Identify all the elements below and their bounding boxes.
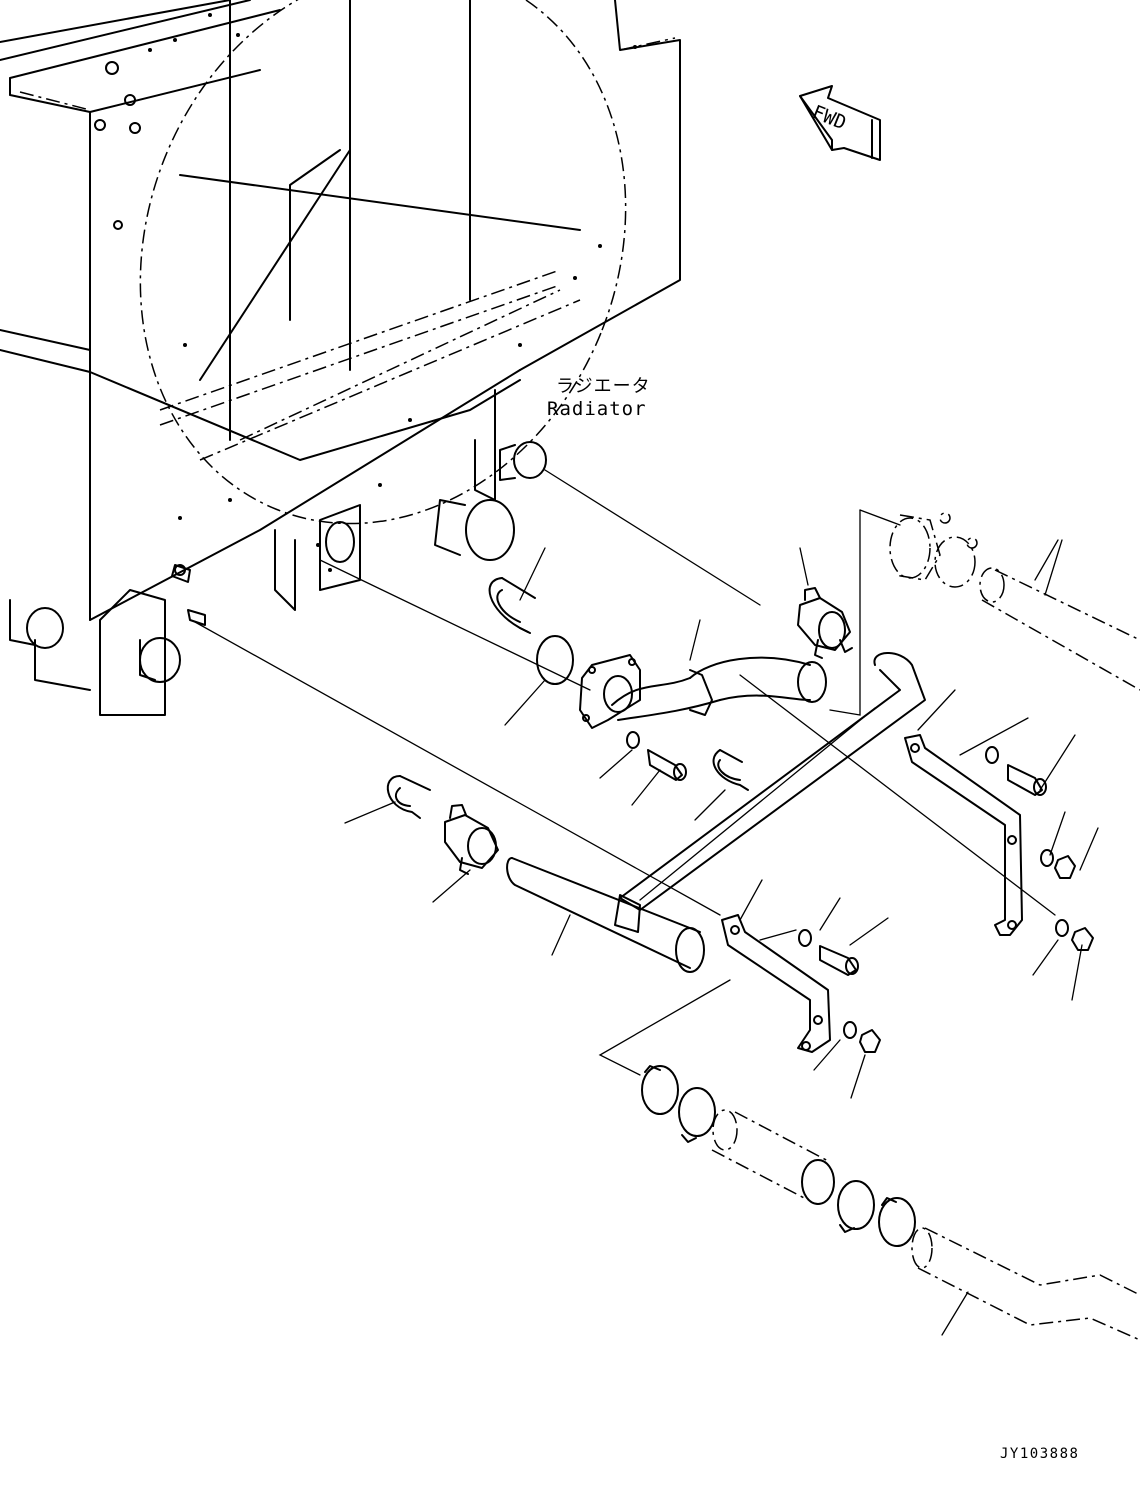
bracket-right bbox=[904, 734, 1023, 936]
gasket bbox=[536, 635, 574, 685]
bracket-center bbox=[721, 914, 831, 1053]
u-bolt-middle bbox=[712, 749, 749, 791]
fwd-label: FWD bbox=[809, 101, 849, 134]
hose-clamp-upper bbox=[797, 587, 853, 659]
drawing-id: JY103888 bbox=[1000, 1446, 1080, 1462]
mounting-tab bbox=[187, 609, 206, 626]
u-bolt-upper bbox=[488, 577, 536, 634]
hose-clamp-lower bbox=[444, 804, 499, 875]
upper-hose-assembly bbox=[889, 512, 1140, 691]
radiator-label-jp: ラジエータ bbox=[556, 376, 651, 397]
radiator-label-en: Radiator bbox=[547, 398, 647, 420]
mounting-stud bbox=[171, 564, 191, 583]
lower-pipe bbox=[506, 857, 705, 973]
lower-hose-chain bbox=[641, 1065, 1140, 1341]
u-bolt-lower bbox=[386, 775, 431, 819]
leader-lines bbox=[194, 469, 1099, 1336]
fwd-arrow-icon: FWD bbox=[799, 85, 881, 161]
radiator-assembly bbox=[0, 0, 681, 716]
outlet-elbow-pipe bbox=[579, 654, 827, 729]
fasteners bbox=[626, 731, 1094, 1053]
